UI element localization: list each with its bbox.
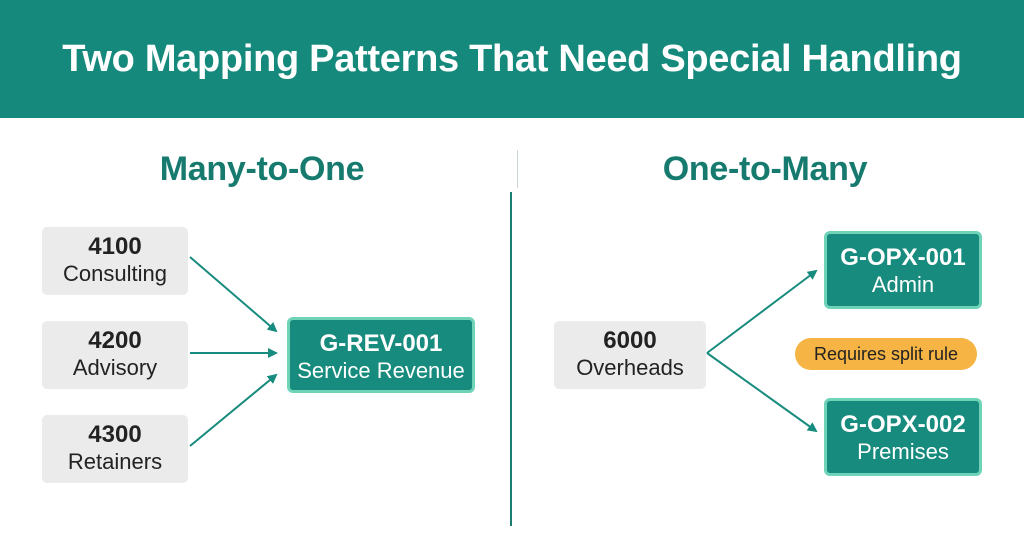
split-rule-badge: Requires split rule <box>795 338 977 370</box>
target-box-g-opx-002: G-OPX-002 Premises <box>824 398 982 476</box>
target-code: G-OPX-001 <box>840 244 966 271</box>
target-name: Premises <box>857 439 949 464</box>
source-code: 4100 <box>88 233 142 260</box>
source-name: Retainers <box>67 449 163 474</box>
target-name: Service Revenue <box>297 358 465 383</box>
title-banner: Two Mapping Patterns That Need Special H… <box>0 0 1024 118</box>
target-box-g-rev-001: G-REV-001 Service Revenue <box>287 317 475 393</box>
arrow-4300-to-g-rev-001 <box>189 373 278 447</box>
source-code: 4300 <box>88 421 142 448</box>
source-box-6000: 6000 Overheads <box>554 321 706 389</box>
source-name: Overheads <box>576 355 684 380</box>
arrow-6000-to-g-opx-001 <box>706 269 818 354</box>
arrow-6000-to-g-opx-002 <box>706 352 818 433</box>
source-box-4300: 4300 Retainers <box>42 415 188 483</box>
source-box-4100: 4100 Consulting <box>42 227 188 295</box>
target-code: G-REV-001 <box>319 330 443 357</box>
source-name: Consulting <box>63 261 167 286</box>
arrow-4100-to-g-rev-001 <box>189 256 278 333</box>
many-to-one-heading: Many-to-One <box>159 150 365 188</box>
divider-tick <box>517 150 518 188</box>
source-code: 6000 <box>603 327 657 354</box>
section-divider <box>510 192 512 526</box>
page-title: Two Mapping Patterns That Need Special H… <box>62 37 962 80</box>
source-box-4200: 4200 Advisory <box>42 321 188 389</box>
one-to-many-heading: One-to-Many <box>662 150 868 188</box>
target-box-g-opx-001: G-OPX-001 Admin <box>824 231 982 309</box>
target-code: G-OPX-002 <box>840 411 966 438</box>
source-code: 4200 <box>88 327 142 354</box>
source-name: Advisory <box>72 355 158 380</box>
target-name: Admin <box>871 272 935 297</box>
